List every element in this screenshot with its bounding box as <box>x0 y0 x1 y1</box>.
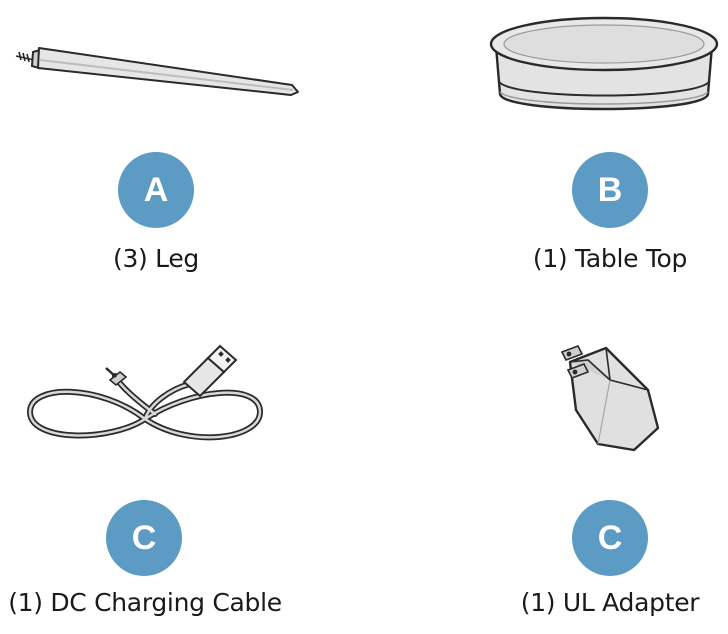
label-table-top: (1) Table Top <box>532 244 688 273</box>
badge-c-adapter: C <box>572 500 648 576</box>
label-ul-adapter: (1) UL Adapter <box>520 588 700 617</box>
leg-icon <box>15 47 299 96</box>
badge-b: B <box>572 152 648 228</box>
cable-icon <box>26 344 264 441</box>
badge-a: A <box>118 152 194 228</box>
table-top-icon <box>489 16 719 111</box>
badge-c-cable: C <box>106 500 182 576</box>
adapter-icon <box>560 344 660 452</box>
label-leg: (3) Leg <box>113 244 199 273</box>
label-dc-cable: (1) DC Charging Cable <box>8 588 282 617</box>
